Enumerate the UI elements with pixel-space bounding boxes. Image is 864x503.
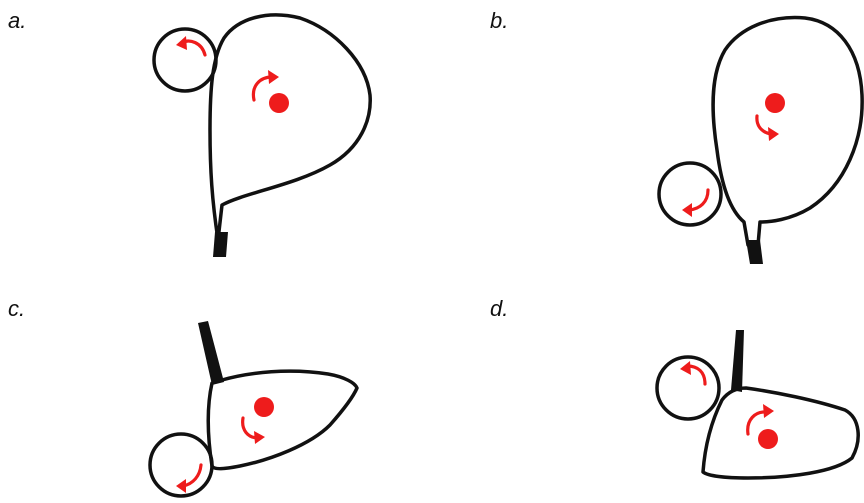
- panel-b-ball: [659, 163, 721, 225]
- panel-d-ball-spin-arrowhead: [680, 361, 691, 375]
- panel-c-clubhead: [208, 371, 357, 469]
- panel-d-head-rotation-arrowhead: [763, 404, 774, 418]
- panel-a-center-dot: [269, 93, 289, 113]
- panel-c-shaft: [198, 321, 224, 385]
- panel-d: [657, 330, 858, 478]
- panel-d-center-dot: [758, 429, 778, 449]
- panel-a-shaft: [213, 232, 228, 257]
- panel-b-clubhead: [713, 18, 862, 245]
- panel-b-shaft: [746, 240, 763, 264]
- panel-a: [154, 15, 370, 257]
- panel-b: [659, 18, 862, 264]
- panel-c-center-dot: [254, 397, 274, 417]
- panel-c-ball-spin-arrowhead: [176, 479, 186, 493]
- panel-c: [150, 321, 357, 496]
- panel-b-center-dot: [765, 93, 785, 113]
- panel-d-clubhead: [703, 388, 858, 478]
- panel-b-head-rotation-arrowhead: [768, 127, 779, 141]
- panel-c-head-rotation-arrowhead: [254, 431, 265, 444]
- panel-d-shaft: [731, 330, 744, 392]
- panel-b-ball-spin-arrowhead: [682, 203, 692, 217]
- panel-a-ball-spin-arrowhead: [176, 36, 187, 50]
- panel-a-clubhead: [210, 15, 370, 240]
- panel-a-head-rotation-arrowhead: [268, 70, 279, 84]
